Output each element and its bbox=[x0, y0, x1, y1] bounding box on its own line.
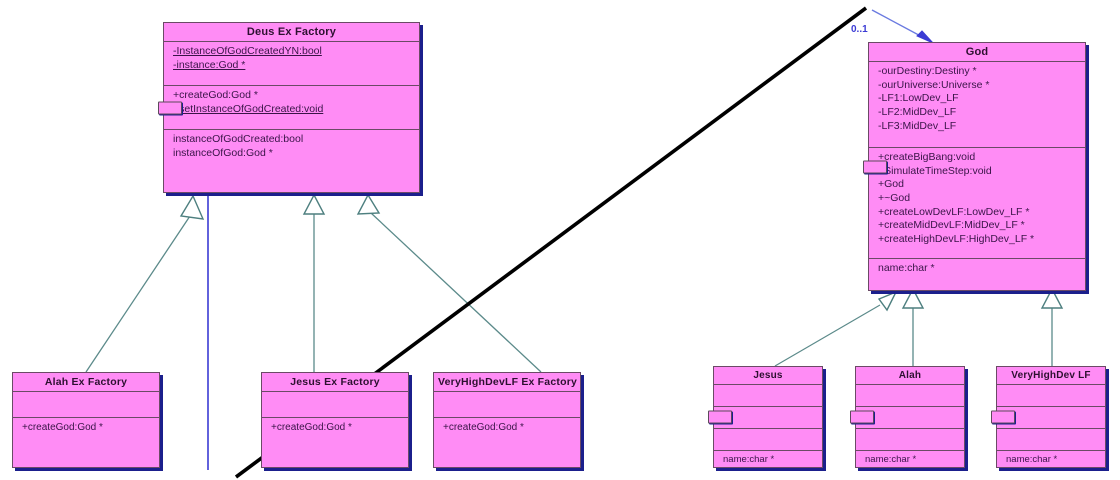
class-compartment-spacer bbox=[714, 429, 822, 451]
class-compartment-attributes bbox=[13, 392, 159, 418]
class-member-row: -ourUniverse:Universe * bbox=[878, 78, 990, 91]
class-compartment-attributes bbox=[434, 392, 580, 418]
generalization-jesus-to-god bbox=[774, 290, 898, 367]
class-member-row: -LF1:LowDev_LF bbox=[878, 92, 959, 105]
class-compartment-properties: name:char * bbox=[856, 451, 964, 473]
class-title-god: God bbox=[869, 43, 1085, 62]
class-compartment-properties: name:char * bbox=[714, 451, 822, 473]
class-compartment-attributes bbox=[997, 385, 1105, 407]
class-member-row: +createLowDevLF:LowDev_LF * bbox=[878, 205, 1030, 218]
class-compartment-attributes: -InstanceOfGodCreatedYN:bool-instance:Go… bbox=[164, 42, 419, 86]
uml-class-deus-ex-factory[interactable]: Deus Ex Factory-InstanceOfGodCreatedYN:b… bbox=[158, 22, 420, 193]
class-title-veryhighdev-lf: VeryHighDev LF bbox=[997, 367, 1105, 385]
class-member-row: +~God bbox=[878, 191, 911, 204]
class-compartment-properties: name:char * bbox=[997, 451, 1105, 473]
class-member-row: +createGod:God * bbox=[22, 422, 103, 433]
class-member-row: +createMidDevLF:MidDev_LF * bbox=[878, 219, 1025, 232]
class-compartment-attributes: -ourDestiny:Destiny *-ourUniverse:Univer… bbox=[869, 62, 1085, 148]
class-member-row: name:char * bbox=[1006, 454, 1058, 465]
class-member-row: +setInstanceOfGodCreated:void bbox=[173, 102, 324, 115]
class-title-deus-ex-factory: Deus Ex Factory bbox=[164, 23, 419, 42]
generalization-jesus-ex-factory-to-deus bbox=[302, 193, 326, 372]
class-member-row: instanceOfGodCreated:bool bbox=[173, 133, 304, 145]
class-compartment-attributes bbox=[714, 385, 822, 407]
class-title-alah: Alah bbox=[856, 367, 964, 385]
class-compartment-spacer bbox=[997, 429, 1105, 451]
generalization-alah-to-god bbox=[901, 287, 925, 366]
generalization-veryhighdev-lf-to-god bbox=[1040, 287, 1064, 366]
class-member-row: +createGod:God * bbox=[443, 422, 524, 433]
class-member-row: +createGod:God * bbox=[271, 422, 352, 433]
class-member-row: +createHighDevLF:HighDev_LF * bbox=[878, 232, 1035, 245]
class-member-row: +createGod:God * bbox=[173, 89, 258, 101]
class-member-row: -LF3:MidDev_LF bbox=[878, 119, 957, 132]
class-title-jesus: Jesus bbox=[714, 367, 822, 385]
uml-class-god[interactable]: God-ourDestiny:Destiny *-ourUniverse:Uni… bbox=[863, 42, 1086, 292]
class-compartment-attributes bbox=[856, 385, 964, 407]
uml-class-alah[interactable]: Alah name:char * bbox=[850, 366, 965, 468]
uml-class-jesus[interactable]: Jesus name:char * bbox=[708, 366, 823, 468]
class-compartment-operations bbox=[997, 407, 1105, 429]
class-member-row: +God bbox=[878, 178, 904, 191]
class-member-row: name:char * bbox=[723, 454, 775, 465]
class-member-row: name:char * bbox=[878, 262, 935, 274]
class-member-row: -ourDestiny:Destiny * bbox=[878, 65, 977, 77]
class-tab-icon bbox=[708, 410, 732, 424]
class-compartment-spacer bbox=[856, 429, 964, 451]
class-compartment-operations: +createGod:God * bbox=[262, 418, 408, 465]
class-compartment-attributes bbox=[262, 392, 408, 418]
class-member-row: +createBigBang:void bbox=[878, 151, 976, 163]
edge-label-multiplicity-0-1: 0..1 bbox=[851, 24, 868, 35]
class-compartment-operations: +createGod:God * bbox=[434, 418, 580, 465]
uml-class-veryhighdevlf-ex-factory[interactable]: VeryHighDevLF Ex Factory +createGod:God * bbox=[433, 372, 581, 468]
class-compartment-operations: +createGod:God * bbox=[13, 418, 159, 465]
class-title-alah-ex-factory: Alah Ex Factory bbox=[13, 373, 159, 392]
class-member-row: -LF2:MidDev_LF bbox=[878, 105, 957, 118]
generalization-veryhighdevlf-ex-factory-to-deus bbox=[356, 193, 542, 373]
class-title-veryhighdevlf-ex-factory: VeryHighDevLF Ex Factory bbox=[434, 373, 580, 392]
class-tab-icon bbox=[991, 410, 1015, 424]
class-member-row: -instance:God * bbox=[173, 58, 246, 71]
class-tab-icon bbox=[863, 160, 887, 173]
class-compartment-operations: +createBigBang:void+SimulateTimeStep:voi… bbox=[869, 148, 1085, 259]
class-tab-icon bbox=[158, 101, 182, 114]
uml-class-alah-ex-factory[interactable]: Alah Ex Factory +createGod:God * bbox=[12, 372, 160, 468]
class-member-row: +SimulateTimeStep:void bbox=[878, 164, 992, 177]
class-compartment-operations bbox=[856, 407, 964, 429]
uml-class-veryhighdev-lf[interactable]: VeryHighDev LF name:char * bbox=[991, 366, 1106, 468]
class-title-jesus-ex-factory: Jesus Ex Factory bbox=[262, 373, 408, 392]
class-member-row: instanceOfGod:God * bbox=[173, 146, 273, 159]
class-compartment-properties: name:char * bbox=[869, 259, 1085, 292]
class-member-row: -InstanceOfGodCreatedYN:bool bbox=[173, 45, 322, 57]
class-member-row: name:char * bbox=[865, 454, 917, 465]
class-tab-icon bbox=[850, 410, 874, 424]
generalization-alah-ex-factory-to-deus bbox=[85, 194, 205, 373]
uml-class-jesus-ex-factory[interactable]: Jesus Ex Factory +createGod:God * bbox=[261, 372, 409, 468]
class-compartment-operations: +createGod:God *+setInstanceOfGodCreated… bbox=[164, 86, 419, 130]
